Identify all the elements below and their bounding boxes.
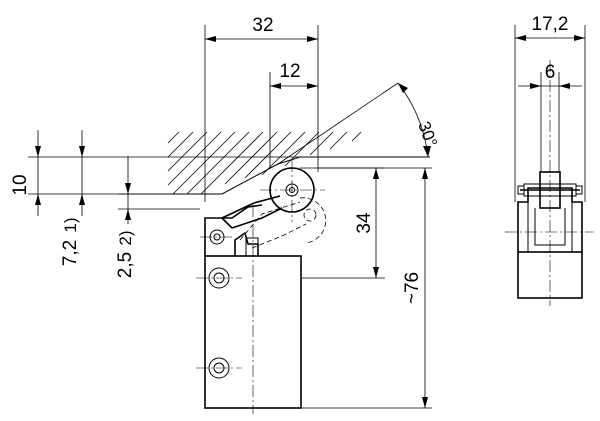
roller-lever	[221, 160, 325, 229]
dim-32-label: 32	[252, 15, 273, 36]
side-view	[505, 25, 594, 306]
dim-6-label: 6	[545, 62, 556, 83]
dim-10-label: 10	[10, 174, 31, 195]
dim-17-2-label: 17,2	[532, 14, 569, 35]
dimension-7-2: 7,2 1)	[60, 130, 85, 266]
switch-body	[196, 204, 302, 414]
dimension-10: 10	[10, 130, 168, 216]
dim-7-2-label: 7,2	[60, 240, 81, 266]
hatched-surface	[167, 131, 430, 195]
dimension-2-5: 2,5 2)	[115, 156, 200, 278]
actuated-position	[239, 197, 327, 249]
dim-76-label: ~76	[402, 272, 423, 304]
dimension-17-2: 17,2	[515, 14, 585, 41]
dimension-12: 12	[269, 61, 318, 168]
dim-12-label: 12	[279, 61, 300, 82]
dim-34-label: 34	[354, 212, 375, 234]
dim-7-2-note: 1)	[61, 217, 80, 232]
dimension-6: 6	[518, 62, 582, 89]
dim-2-5-label: 2,5	[115, 252, 136, 278]
dimension-32: 32	[204, 15, 319, 202]
dimension-76: ~76	[302, 167, 432, 409]
angle-30-label: 30°	[414, 119, 441, 150]
dimension-angle-30: 30°	[277, 82, 441, 165]
dim-2-5-note: 2)	[116, 230, 135, 245]
